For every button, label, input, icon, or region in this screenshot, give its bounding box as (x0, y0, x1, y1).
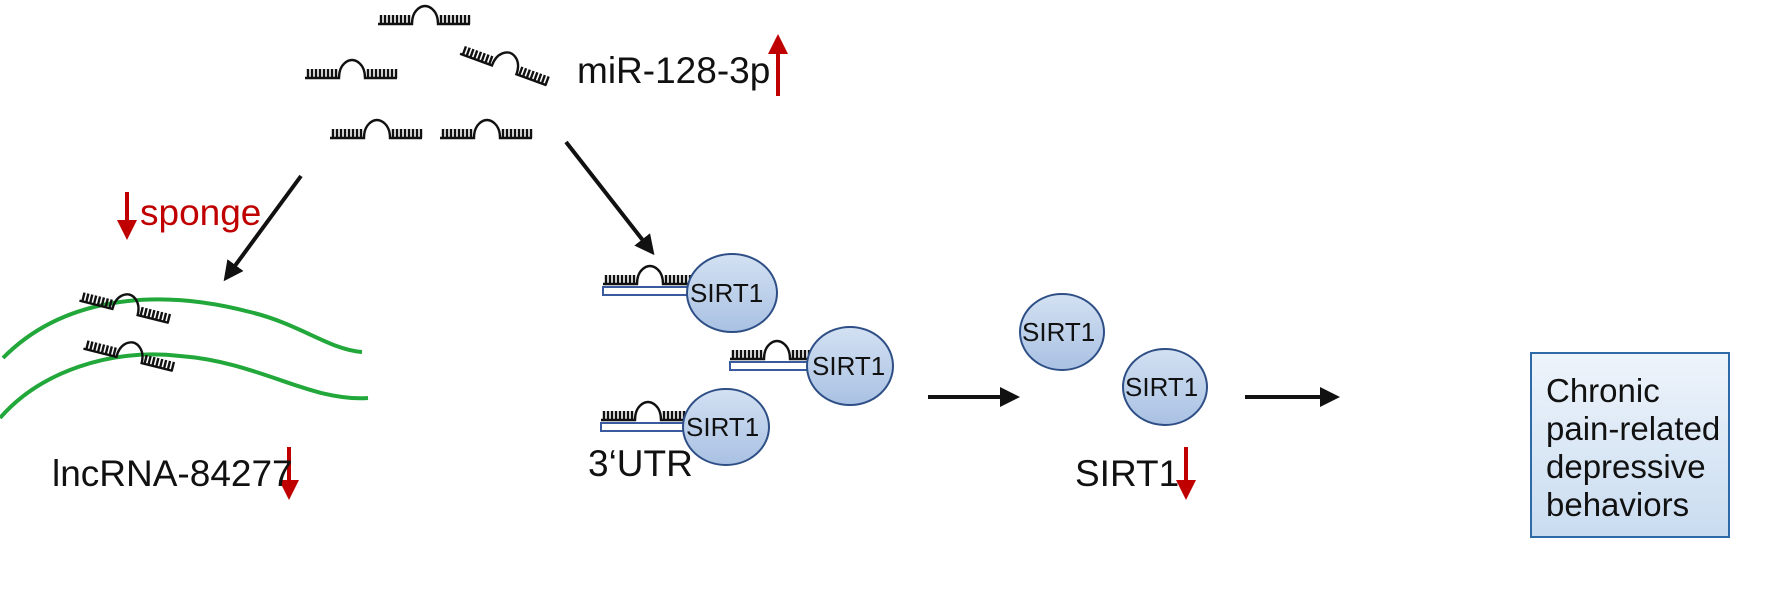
sirt1-protein (682, 388, 770, 466)
outcome-line: behaviors (1546, 486, 1690, 523)
sirt1-complex-2 (728, 326, 894, 406)
mirna-molecule (458, 35, 554, 87)
sirt1-protein-label: SIRT1 (812, 351, 886, 381)
mirna-up-arrow (768, 34, 788, 96)
sirt1-complex-3 (599, 388, 770, 466)
mirna-molecule (376, 4, 472, 26)
sirt1-complex-1 (601, 253, 778, 333)
outcome-line: depressive (1546, 448, 1706, 485)
free-sirt1-protein (1122, 348, 1208, 426)
sponge-down-arrow (117, 192, 137, 240)
lncrna-down-arrow (279, 447, 299, 500)
mirna-cluster (303, 4, 554, 140)
sirt1-protein-label: SIRT1 (1022, 317, 1096, 347)
sirt1-protein (806, 326, 894, 406)
mirna-molecule (438, 118, 534, 140)
utr-label: 3‘UTR (588, 443, 693, 484)
sponge-label: sponge (140, 192, 262, 233)
sirt1-down-arrow (1176, 447, 1196, 500)
sirt1-summary-label: SIRT1 (1075, 453, 1180, 494)
bound-mirna (82, 329, 179, 373)
outcome-line: Chronic (1546, 372, 1660, 409)
mirna-label: miR-128-3p (577, 50, 771, 91)
mirna-molecule (303, 58, 399, 80)
arrow-to-lncrna (223, 174, 303, 282)
outcome-box: Chronic pain-related depressive behavior… (1530, 352, 1730, 538)
outcome-line: pain-related (1546, 410, 1721, 447)
sirt1-protein (686, 253, 778, 333)
sirt1-protein-label: SIRT1 (690, 278, 764, 308)
sirt1-protein-label: SIRT1 (686, 412, 760, 442)
lncrna-strands (0, 281, 369, 420)
free-sirt1-protein (1019, 293, 1105, 371)
lncrna-label: lncRNA-84277 (52, 453, 293, 494)
sirt1-protein-label: SIRT1 (1125, 372, 1199, 402)
arrow-to-sirt1-utr (564, 140, 655, 256)
mirna-molecule (328, 118, 424, 140)
